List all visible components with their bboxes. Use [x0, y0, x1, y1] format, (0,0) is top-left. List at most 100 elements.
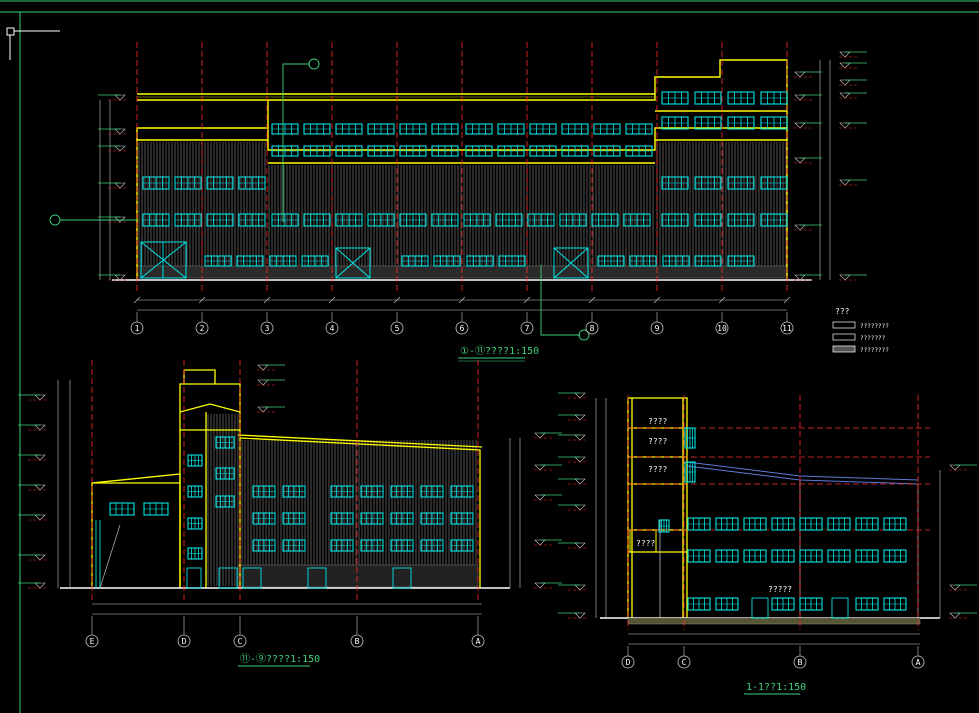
window	[215, 467, 235, 480]
window	[593, 123, 621, 135]
window	[390, 539, 414, 552]
axis-bubble	[471, 634, 485, 648]
window	[771, 597, 795, 611]
level-mark	[574, 612, 586, 619]
window	[401, 255, 429, 267]
window	[420, 485, 444, 498]
window	[335, 123, 363, 135]
level-mark	[949, 612, 961, 619]
window	[450, 539, 474, 552]
axis-label: 10	[717, 324, 727, 333]
window	[271, 213, 299, 227]
window	[142, 176, 170, 190]
level-mark	[534, 432, 546, 439]
section-room-labels: ???? ???? ???? ???? ?????	[636, 417, 792, 594]
window	[799, 549, 823, 563]
window	[684, 427, 696, 449]
window	[497, 145, 525, 157]
window	[109, 502, 135, 516]
window	[431, 145, 459, 157]
level-mark	[34, 582, 46, 589]
window	[431, 213, 459, 227]
front-dimension-ticks	[133, 296, 791, 304]
level-mark	[34, 454, 46, 461]
front-doors	[140, 241, 589, 279]
window	[269, 255, 297, 267]
window	[367, 145, 395, 157]
window	[771, 517, 795, 531]
front-axis-gridlines	[136, 42, 788, 292]
window	[694, 176, 722, 190]
level-mark	[794, 71, 806, 78]
axis-bubble	[677, 655, 691, 669]
window	[827, 517, 851, 531]
section-roof-truss	[686, 461, 919, 485]
window	[760, 116, 788, 130]
front-wall-hatch	[138, 142, 787, 266]
window	[687, 549, 711, 563]
side-view-title: ⑪-⑨????1:150	[240, 653, 320, 665]
level-mark	[114, 182, 126, 189]
level-mark	[949, 584, 961, 591]
section-dimensions	[595, 398, 941, 645]
window	[399, 145, 427, 157]
section-view-title: 1-1??1:150	[746, 682, 806, 693]
window	[465, 123, 493, 135]
axis-label: 3	[265, 324, 270, 333]
window	[420, 512, 444, 525]
side-doors	[95, 520, 412, 589]
window	[760, 176, 788, 190]
window	[390, 485, 414, 498]
axis-label: A	[916, 658, 921, 667]
front-callout-tags	[49, 58, 590, 341]
window	[561, 123, 589, 135]
window	[855, 549, 879, 563]
level-mark	[794, 224, 806, 231]
axis-bubble	[911, 655, 925, 669]
legend-item: ???????	[860, 335, 886, 342]
window	[271, 123, 299, 135]
axis-label: D	[626, 658, 631, 667]
level-mark	[257, 364, 269, 371]
window	[727, 255, 755, 267]
axis-label: 8	[590, 324, 595, 333]
front-level-marks	[98, 51, 867, 281]
side-windows	[109, 436, 474, 560]
window	[330, 485, 354, 498]
axis-bubble	[650, 321, 664, 335]
axis-bubble	[621, 655, 635, 669]
window	[625, 123, 653, 135]
window	[282, 512, 306, 525]
window	[282, 539, 306, 552]
side-axis-gridlines	[91, 360, 479, 600]
window	[271, 145, 299, 157]
level-mark	[839, 274, 851, 281]
window	[206, 213, 234, 227]
window	[883, 517, 907, 531]
room-label: ????	[648, 465, 667, 474]
axis-label: A	[476, 637, 481, 646]
window	[661, 116, 689, 130]
legend-item: ????????	[860, 323, 889, 330]
level-mark	[839, 122, 851, 129]
ucs-cursor-icon	[6, 27, 60, 60]
level-mark	[574, 414, 586, 421]
level-mark	[114, 145, 126, 152]
window	[495, 213, 523, 227]
window	[661, 176, 689, 190]
window	[715, 517, 739, 531]
axis-label: 11	[782, 324, 792, 333]
axis-bubble	[130, 321, 144, 335]
axis-bubble	[780, 321, 794, 335]
window	[360, 512, 384, 525]
window	[399, 213, 427, 227]
axis-label: C	[238, 637, 243, 646]
window	[661, 213, 689, 227]
window	[303, 213, 331, 227]
level-mark	[794, 94, 806, 101]
axis-label: E	[90, 637, 95, 646]
